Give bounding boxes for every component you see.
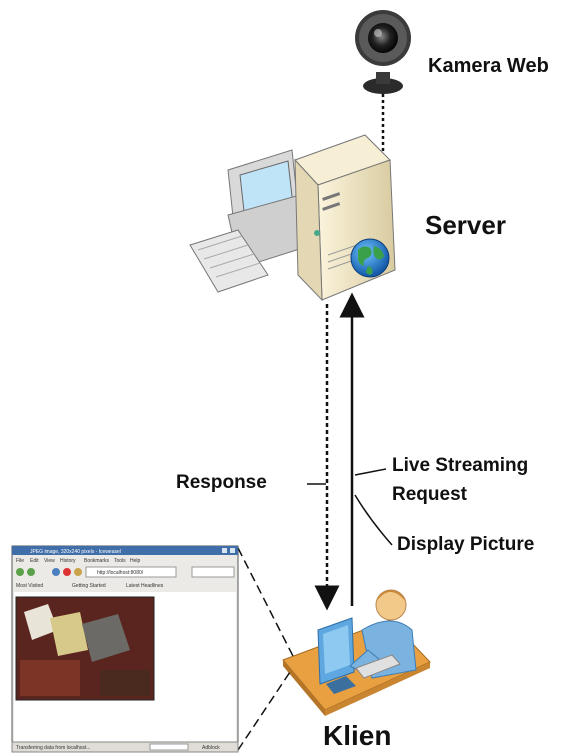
live-streaming-label: Live Streaming <box>392 455 529 476</box>
bookmark-item[interactable]: Latest Headlines <box>126 583 164 589</box>
reload-icon[interactable] <box>52 568 60 576</box>
status-text: Transferring data from localhost... <box>16 745 91 751</box>
live-callout-line <box>354 468 387 476</box>
browser-title: JPEG image, 320x240 pixels - Iceweasel <box>30 549 121 555</box>
bookmark-item[interactable]: Getting Started <box>72 583 106 589</box>
menu-item[interactable]: Bookmarks <box>84 558 110 564</box>
back-icon[interactable] <box>16 568 24 576</box>
bookmark-item[interactable]: Most Visited <box>16 583 43 589</box>
menu-item[interactable]: Help <box>130 558 141 564</box>
response-label: Response <box>176 472 267 493</box>
zoom-line-top <box>237 547 296 661</box>
address-text: http://localhost:8080/ <box>97 570 144 576</box>
menu-item[interactable]: File <box>16 558 24 564</box>
server-label: Server <box>425 210 506 240</box>
menu-item[interactable]: View <box>44 558 55 564</box>
browser-window: JPEG image, 320x240 pixels - Iceweasel F… <box>11 545 239 753</box>
status-right: Adblock <box>202 745 220 751</box>
home-icon[interactable] <box>74 568 82 576</box>
menu-item[interactable]: Tools <box>114 558 126 564</box>
webcam-picture <box>15 596 155 701</box>
address-bar[interactable] <box>85 566 177 578</box>
search-input[interactable] <box>191 566 235 578</box>
forward-icon[interactable] <box>27 568 35 576</box>
zoom-line-bottom <box>237 671 291 751</box>
camera-label: Kamera Web <box>428 55 549 77</box>
client-label: Klien <box>323 720 392 751</box>
menu-item[interactable]: Edit <box>30 558 39 564</box>
menu-item[interactable]: History <box>60 558 76 564</box>
display-picture-label: Display Picture <box>397 534 535 555</box>
display-callout-line <box>354 494 393 546</box>
browser-menu: File Edit View History Bookmarks Tools H… <box>16 558 141 564</box>
globe-icon <box>350 238 390 278</box>
request-label: Request <box>392 484 467 505</box>
client-workstation-icon <box>282 589 431 716</box>
stop-icon[interactable] <box>63 568 71 576</box>
webcam-icon <box>355 10 411 94</box>
